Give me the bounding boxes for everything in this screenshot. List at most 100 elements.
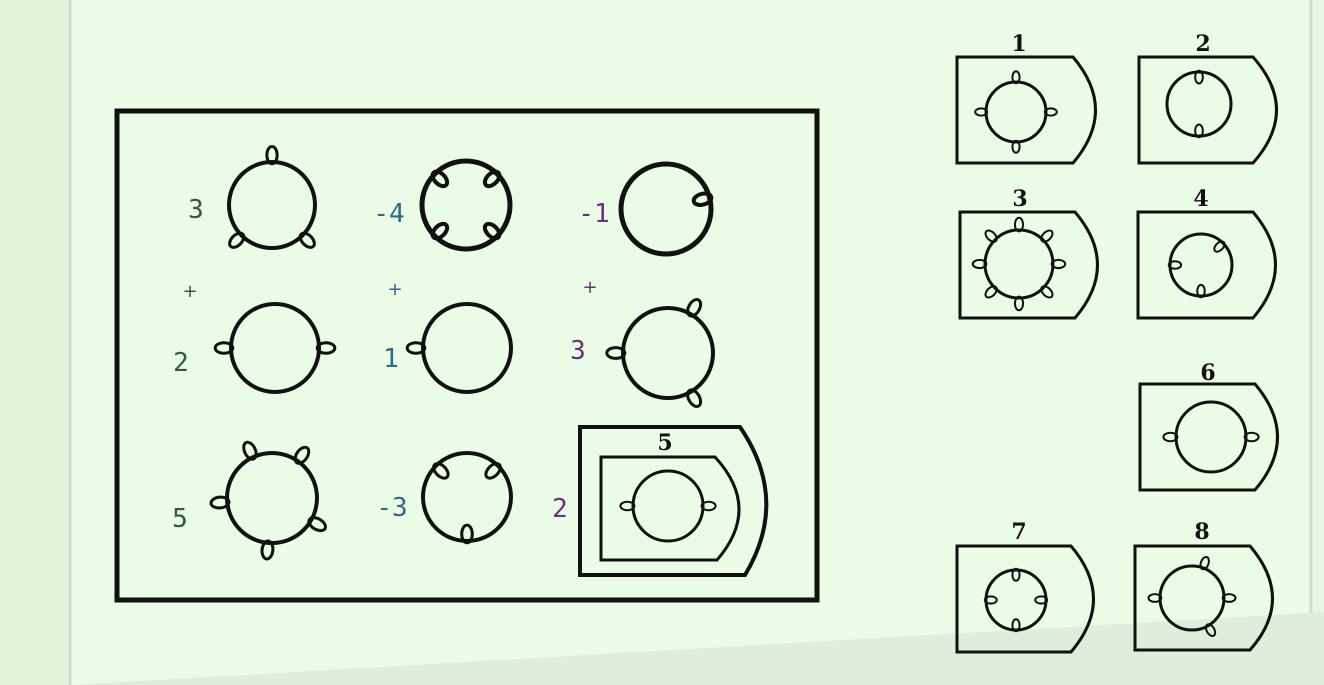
option-6-frame bbox=[1138, 382, 1279, 492]
loop bbox=[1147, 593, 1163, 603]
loop bbox=[482, 169, 502, 189]
annotation-r1c1: 3 bbox=[188, 195, 204, 225]
loop bbox=[460, 523, 474, 545]
option-7-label: 7 bbox=[1011, 519, 1026, 545]
loop bbox=[298, 231, 316, 249]
loop bbox=[686, 388, 703, 408]
loop bbox=[484, 462, 502, 480]
loop bbox=[1221, 593, 1237, 603]
loop bbox=[700, 500, 717, 512]
ring bbox=[421, 302, 513, 394]
loop bbox=[1043, 107, 1058, 117]
option-3-frame bbox=[958, 210, 1099, 320]
loop bbox=[1199, 555, 1210, 571]
loop bbox=[228, 231, 246, 249]
loop bbox=[984, 285, 998, 299]
ring bbox=[227, 160, 317, 250]
matrix-cell-r3c2 bbox=[421, 451, 513, 545]
plus-sign-col1: + bbox=[182, 281, 197, 302]
loop bbox=[1194, 69, 1204, 85]
loop bbox=[482, 221, 502, 241]
answer-cell-shape bbox=[619, 469, 717, 543]
ring bbox=[983, 228, 1055, 300]
annotation-r2c3: 3 bbox=[570, 336, 586, 366]
option-8-shape bbox=[1147, 555, 1237, 638]
loop bbox=[1011, 70, 1021, 85]
loop bbox=[1167, 260, 1183, 270]
option-7[interactable]: 7 bbox=[955, 519, 1095, 654]
option-7-shape bbox=[983, 567, 1049, 633]
ring bbox=[421, 451, 513, 543]
loop bbox=[315, 341, 337, 355]
option-6[interactable]: 6 bbox=[1138, 360, 1279, 492]
answer-cell: 5 bbox=[578, 425, 769, 577]
loop bbox=[307, 516, 327, 533]
matrix-cell-r1c1 bbox=[227, 145, 317, 250]
loop bbox=[213, 341, 235, 355]
option-8-label: 8 bbox=[1194, 519, 1209, 545]
option-4-label: 4 bbox=[1193, 186, 1208, 212]
left-margin-strip bbox=[0, 0, 70, 685]
loop bbox=[1204, 623, 1217, 638]
matrix-frame bbox=[114, 108, 820, 603]
matrix-cell-r2c2 bbox=[405, 302, 513, 394]
loop bbox=[432, 462, 450, 480]
option-6-label: 6 bbox=[1200, 360, 1215, 386]
option-8[interactable]: 8 bbox=[1133, 519, 1274, 652]
option-8-frame bbox=[1133, 544, 1274, 652]
matrix-cell-r3c1 bbox=[209, 440, 327, 561]
matrix-cell-r2c3 bbox=[605, 298, 715, 408]
loop bbox=[1213, 240, 1226, 253]
annotation-r3c2: -3 bbox=[376, 493, 407, 523]
ring bbox=[1158, 564, 1226, 632]
loop bbox=[619, 500, 636, 512]
loop bbox=[1013, 216, 1025, 233]
option-1-shape bbox=[974, 70, 1058, 154]
option-1-label: 1 bbox=[1011, 31, 1026, 57]
option-6-shape bbox=[1162, 400, 1260, 474]
option-1[interactable]: 1 bbox=[955, 31, 1097, 165]
ring bbox=[1165, 70, 1233, 138]
option-1-frame bbox=[955, 55, 1097, 165]
ring bbox=[1168, 232, 1234, 298]
loop bbox=[974, 107, 989, 117]
option-4[interactable]: 4 bbox=[1136, 186, 1277, 320]
loop bbox=[983, 595, 998, 605]
loop bbox=[260, 539, 275, 561]
loop bbox=[984, 229, 998, 243]
ring bbox=[229, 302, 321, 394]
option-4-frame bbox=[1136, 210, 1277, 320]
option-2-frame bbox=[1137, 55, 1278, 165]
ring bbox=[984, 568, 1048, 632]
loop bbox=[1194, 123, 1204, 139]
content-panel bbox=[72, 0, 1310, 685]
option-2-shape bbox=[1165, 69, 1233, 139]
loop bbox=[971, 258, 988, 270]
loop bbox=[430, 221, 450, 241]
loop bbox=[1040, 285, 1054, 299]
option-2-label: 2 bbox=[1195, 31, 1210, 57]
ring bbox=[618, 161, 714, 257]
annotation-r2c2: 1 bbox=[383, 344, 399, 374]
ring bbox=[984, 80, 1048, 144]
option-3[interactable]: 3 bbox=[958, 186, 1099, 320]
loop bbox=[1050, 258, 1067, 270]
ring bbox=[631, 469, 705, 543]
answer-inner-tab bbox=[599, 455, 741, 562]
plus-sign-col2: + bbox=[387, 279, 402, 300]
loop bbox=[430, 169, 450, 189]
loop bbox=[1040, 229, 1054, 243]
matrix-cell-r2c1 bbox=[213, 302, 337, 394]
option-2[interactable]: 2 bbox=[1137, 31, 1278, 165]
loop bbox=[405, 341, 427, 355]
matrix-cell-r1c3 bbox=[618, 161, 714, 257]
matrix-cell-r1c2 bbox=[419, 158, 513, 252]
loop bbox=[1011, 618, 1021, 633]
annotation-r1c3: -1 bbox=[578, 199, 609, 229]
option-4-shape bbox=[1167, 232, 1234, 299]
option-3-shape bbox=[971, 216, 1067, 312]
ring bbox=[621, 306, 715, 400]
ring bbox=[1174, 400, 1248, 474]
loop bbox=[1034, 595, 1049, 605]
annotation-r1c2: -4 bbox=[373, 199, 404, 229]
